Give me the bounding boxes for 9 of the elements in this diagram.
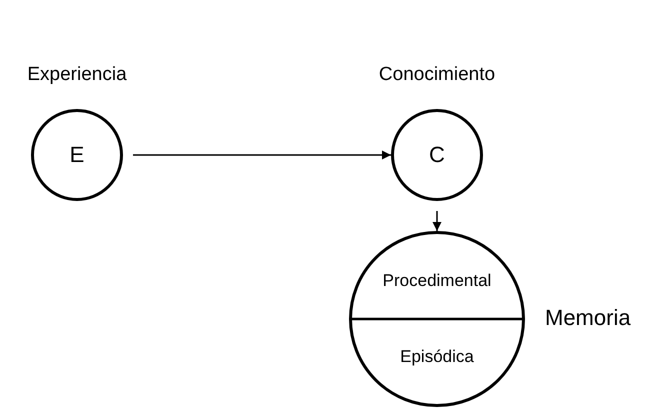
node-heading: Experiencia xyxy=(27,64,127,86)
node-letter: E xyxy=(70,142,84,168)
arrow xyxy=(133,150,391,160)
node-heading: Conocimiento xyxy=(378,64,496,86)
section-label: Episódica xyxy=(400,347,474,367)
section-label: Procedimental xyxy=(382,271,492,291)
side-label: Memoria xyxy=(545,305,631,331)
node-letter: C xyxy=(429,142,445,168)
arrow xyxy=(432,211,442,231)
